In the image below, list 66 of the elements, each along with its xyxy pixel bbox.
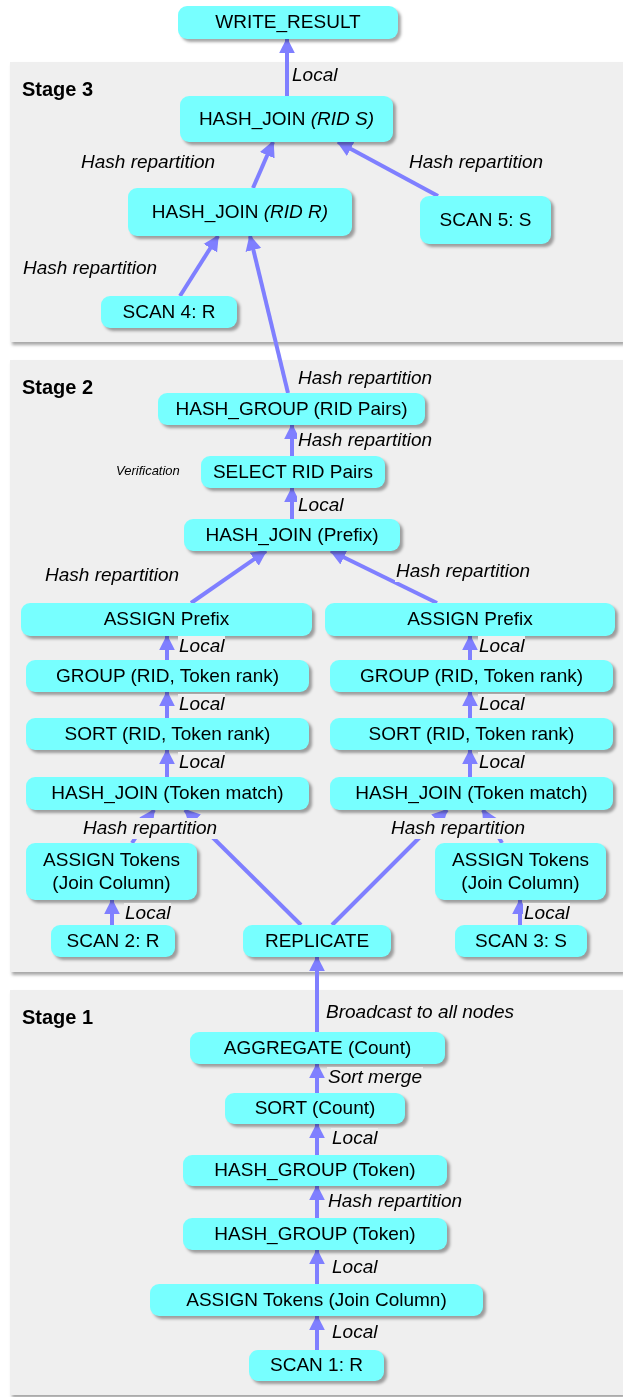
arrow [462,690,478,718]
arrow [309,1248,325,1284]
operator-box: SORT (RID, Token rank) [26,718,309,750]
operator-box: ASSIGN Prefix [325,603,615,636]
operator-box: HASH_JOIN (Token match) [330,777,613,810]
arrow [251,140,275,189]
edge-label: Hash repartition [327,1191,464,1212]
arrow [104,898,120,925]
operator-box: SORT (Count) [225,1093,405,1124]
arrow [284,486,300,519]
stage-panel [10,62,623,342]
stage-heading: Stage 3 [22,78,94,101]
operator-box: ASSIGN Tokens (Join Column) [435,843,606,900]
edge-label: Sort merge [327,1067,423,1088]
operator-box: HASH_JOIN (RID R) [128,188,352,236]
arrow [159,748,175,777]
edge-label: Hash repartition [44,565,181,586]
arrow [159,690,175,718]
arrow [336,140,439,198]
stage-panel [10,360,623,972]
arrow [178,234,220,298]
operator-box: SELECT RID Pairs [201,456,385,488]
side-note: Verification [116,463,180,478]
operator-box: ASSIGN Prefix [21,603,312,636]
edge-label: Hash repartition [22,258,159,279]
operator-box: HASH_JOIN (Token match) [26,777,309,810]
edge-label: Hash repartition [395,561,532,582]
operator-box: ASSIGN Tokens (Join Column) [150,1284,483,1316]
arrow [279,37,295,96]
edge-label: Hash repartition [390,818,527,839]
operator-box: SCAN 4: R [101,296,237,328]
arrow [309,955,325,1032]
operator-box: SCAN 3: S [455,925,587,957]
arrow [159,634,175,660]
arrow [329,549,438,605]
operator-box: AGGREGATE (Count) [190,1032,445,1064]
operator-box: HASH_GROUP (RID Pairs) [158,393,425,425]
arrow [189,549,268,605]
arrow [309,1314,325,1350]
edge-label: Hash repartition [297,368,434,389]
operator-box: WRITE_RESULT [178,6,398,39]
edge-label: Hash repartition [82,818,219,839]
operator-box: GROUP (RID, Token rank) [330,660,613,692]
operator-box: ASSIGN Tokens (Join Column) [26,843,197,900]
edge-label: Hash repartition [297,430,434,451]
edge-label: Hash repartition [80,152,217,173]
operator-box: GROUP (RID, Token rank) [26,660,309,692]
arrow [245,234,290,394]
stage-heading: Stage 2 [22,376,94,399]
operator-box: HASH_GROUP (Token) [183,1155,447,1186]
arrow [309,1062,325,1093]
operator-box: HASH_JOIN (RID S) [180,96,393,142]
arrow [309,1184,325,1218]
edge-label: Hash repartition [408,152,545,173]
arrow [462,748,478,777]
stage-heading: Stage 1 [22,1006,94,1029]
operator-box: HASH_GROUP (Token) [183,1218,447,1250]
arrow [309,1122,325,1155]
operator-box: HASH_JOIN (Prefix) [184,519,400,551]
operator-box: SCAN 5: S [420,196,551,244]
operator-box: SORT (RID, Token rank) [330,718,613,750]
operator-box: SCAN 1: R [249,1350,384,1381]
arrow [462,634,478,660]
operator-box: SCAN 2: R [51,925,175,957]
stage-panel [10,990,623,1395]
operator-box: REPLICATE [243,925,391,957]
